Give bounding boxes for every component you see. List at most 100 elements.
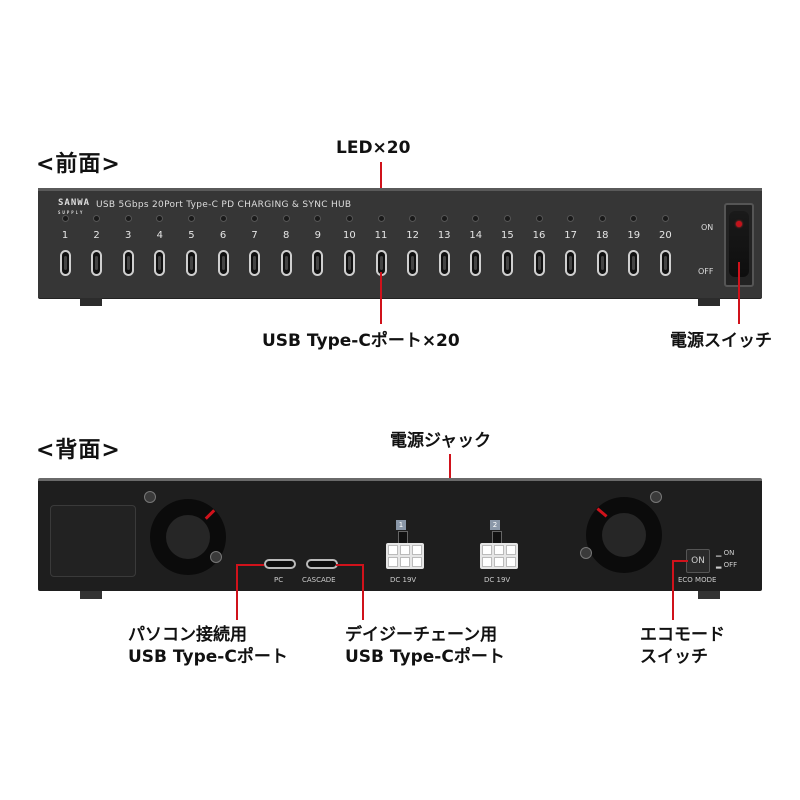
port-6: 6	[211, 215, 235, 276]
usbc-port[interactable]	[312, 250, 324, 276]
switch-off-label: OFF	[698, 267, 714, 276]
eco-on-text: ON	[723, 549, 735, 557]
usbc-ports-callout: USB Type-Cポート×20	[262, 331, 460, 351]
led-indicator	[61, 215, 69, 222]
switch-on-label: ON	[701, 223, 714, 232]
port-number: 15	[501, 230, 514, 241]
usbc-port[interactable]	[407, 250, 419, 276]
port-3: 3	[116, 215, 140, 276]
usbc-port[interactable]	[533, 250, 545, 276]
usbc-port[interactable]	[59, 250, 71, 276]
port-number: 2	[93, 230, 100, 241]
port-number: 4	[156, 230, 163, 241]
port-number: 20	[659, 230, 672, 241]
eco-on-label: ▁ ON	[716, 549, 735, 557]
usbc-port[interactable]	[596, 250, 608, 276]
dc-jack-2-badge: 2	[490, 520, 500, 530]
rear-foot-right	[698, 591, 720, 599]
front-foot-left	[80, 298, 102, 306]
port-number: 19	[627, 230, 641, 241]
usbc-port[interactable]	[249, 250, 261, 276]
port-20: 20	[653, 215, 677, 276]
dc-jack-1[interactable]	[386, 543, 424, 569]
port-7: 7	[243, 215, 267, 276]
daisy-callout-line2: USB Type-Cポート	[345, 647, 505, 667]
power-indicator-led	[736, 221, 742, 227]
usbc-port[interactable]	[565, 250, 577, 276]
power-rocker-switch[interactable]	[729, 211, 749, 277]
usbc-port[interactable]	[343, 250, 355, 276]
usbc-port[interactable]	[659, 250, 671, 276]
led-indicator	[409, 215, 417, 222]
port-18: 18	[590, 215, 614, 276]
port-number: 14	[469, 230, 483, 241]
usbc-port[interactable]	[628, 250, 640, 276]
port-number: 12	[406, 230, 419, 241]
port-number: 10	[343, 230, 356, 241]
led-indicator	[567, 215, 575, 222]
usbc-port[interactable]	[91, 250, 103, 276]
fan-hub	[166, 515, 210, 559]
daisy-chain-callout: デイジーチェーン用 USB Type-Cポート	[345, 624, 505, 668]
port-12: 12	[401, 215, 425, 276]
led-indicator	[219, 215, 227, 222]
front-face: SANWA SUPPLY USB 5Gbps 20Port Type-C PD …	[38, 188, 762, 298]
eco-callout-line2: スイッチ	[640, 647, 708, 667]
port-number: 11	[374, 230, 388, 241]
port-number: 1	[61, 230, 69, 241]
eco-off-text: OFF	[723, 561, 738, 569]
port-14: 14	[464, 215, 488, 276]
screw-icon	[210, 551, 222, 563]
usbc-port[interactable]	[217, 250, 229, 276]
usbc-callout-line	[380, 272, 382, 324]
front-panel: SANWA SUPPLY USB 5Gbps 20Port Type-C PD …	[38, 188, 762, 306]
pc-port-callout-h	[236, 564, 264, 566]
pc-usbc-port[interactable]	[264, 559, 296, 569]
port-number: 5	[188, 230, 195, 241]
led-indicator	[156, 215, 164, 222]
port-number: 9	[314, 230, 321, 241]
port-19: 19	[622, 215, 646, 276]
led-indicator	[472, 215, 480, 222]
usbc-port[interactable]	[501, 250, 513, 276]
fan-hub	[602, 513, 646, 557]
port-number: 13	[437, 230, 451, 241]
usbc-port[interactable]	[185, 250, 197, 276]
led-indicator	[630, 215, 638, 222]
power-switch-callout: 電源スイッチ	[670, 331, 772, 351]
port-11: 11	[369, 215, 393, 276]
screw-icon	[144, 491, 156, 503]
usbc-port[interactable]	[280, 250, 292, 276]
eco-callout-line1: エコモード	[640, 625, 725, 645]
led-callout: LED×20	[336, 138, 411, 158]
rear-panel: PC CASCADE 1 DC 19V 2 DC 19V ON ▁ ON ▂ O…	[38, 478, 762, 599]
port-5: 5	[179, 215, 203, 276]
port-15: 15	[495, 215, 519, 276]
eco-mode-button[interactable]: ON	[686, 549, 710, 573]
screw-icon	[650, 491, 662, 503]
port-4: 4	[148, 215, 172, 276]
led-indicator	[345, 215, 353, 222]
cascade-usbc-port[interactable]	[306, 559, 338, 569]
front-section-title: <前面>	[36, 152, 121, 177]
power-switch-callout-line	[738, 262, 740, 324]
pc-port-callout-line1: パソコン接続用	[128, 625, 247, 645]
dc-jack-2[interactable]	[480, 543, 518, 569]
dc-jack-1-label: DC 19V	[390, 576, 417, 584]
usbc-port[interactable]	[438, 250, 450, 276]
port-9: 9	[306, 215, 330, 276]
port-number: 16	[532, 230, 546, 241]
brand-sub: SUPPLY	[58, 210, 85, 215]
port-1: 1	[53, 215, 77, 276]
brand-logo: SANWA SUPPLY	[58, 199, 90, 217]
fan-right	[586, 497, 662, 573]
usbc-port[interactable]	[122, 250, 134, 276]
daisy-callout-v	[362, 564, 364, 620]
port-13: 13	[432, 215, 456, 276]
brand-name: SANWA	[58, 198, 91, 208]
usbc-port[interactable]	[470, 250, 482, 276]
usbc-port[interactable]	[154, 250, 166, 276]
port-number: 18	[595, 230, 609, 241]
daisy-callout-h	[336, 564, 364, 566]
eco-off-label: ▂ OFF	[716, 561, 738, 569]
